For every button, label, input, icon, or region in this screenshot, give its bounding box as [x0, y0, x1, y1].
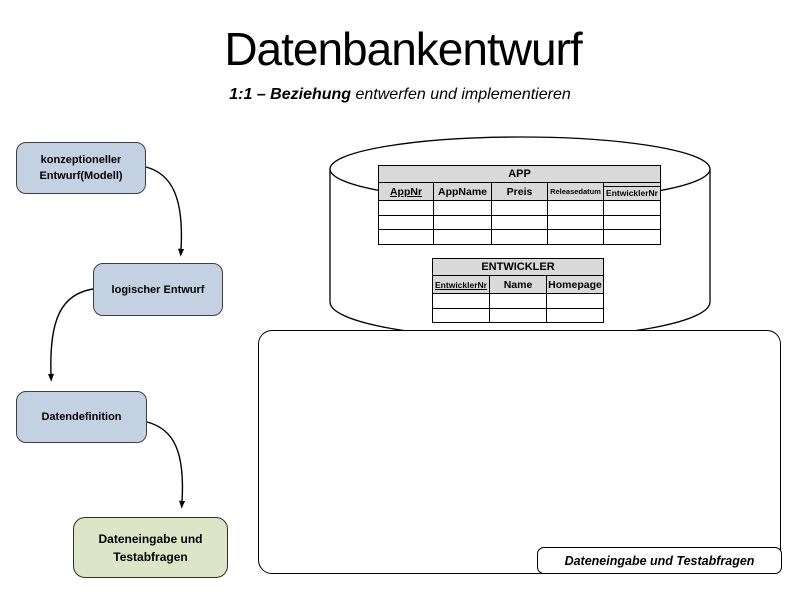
table-app-title: APP — [377, 165, 662, 183]
table-row — [432, 293, 605, 309]
col-header-releasedatum: Releasedatum — [547, 182, 604, 201]
flow-step-datendefinition: Datendefinition — [16, 391, 147, 443]
flow-step-label: Datendefinition — [41, 411, 122, 423]
col-header-entwicklernr-fk: EntwicklerNr — [602, 182, 662, 201]
table-row — [378, 200, 662, 216]
flow-step-label: Dateneingabe und Testabfragen — [98, 531, 203, 564]
subtitle-rest: entwerfen und implementieren — [351, 86, 571, 103]
col-header-entwicklernr-pk: EntwicklerNr — [432, 275, 490, 294]
flow-arrow-3 — [146, 421, 186, 509]
flow-arrow-2 — [47, 288, 94, 382]
panel-caption-label: Dateneingabe und Testabfragen — [564, 553, 755, 568]
flow-step-logischer-entwurf: logischer Entwurf — [93, 263, 223, 316]
page-subtitle: 1:1 – Beziehung entwerfen und implementi… — [0, 86, 800, 104]
flow-step-konzeptioneller-entwurf: konzeptioneller Entwurf(Modell) — [16, 142, 146, 194]
table-entwickler: ENTWICKLER EntwicklerNr Name Homepage — [431, 258, 605, 323]
col-header-appnr: AppNr — [378, 182, 434, 201]
flow-step-dateneingabe-testabfragen: Dateneingabe und Testabfragen — [73, 517, 228, 578]
col-header-preis: Preis — [491, 182, 548, 201]
col-header-homepage: Homepage — [545, 275, 605, 294]
implementation-panel — [258, 330, 781, 574]
subtitle-emphasis: 1:1 – Beziehung — [229, 86, 352, 103]
col-header-appname: AppName — [433, 182, 492, 201]
table-entwickler-title: ENTWICKLER — [431, 258, 605, 276]
table-row — [378, 229, 662, 245]
table-row — [432, 307, 605, 323]
flow-step-label: logischer Entwurf — [111, 283, 205, 296]
flow-arrow-1 — [145, 166, 185, 257]
table-app: APP AppNr AppName Preis Releasedatum Ent… — [377, 165, 662, 245]
table-row — [378, 214, 662, 230]
col-header-name: Name — [489, 275, 547, 294]
page-title: Datenbankentwurf — [224, 23, 582, 75]
flow-step-label: konzeptioneller Entwurf(Modell) — [39, 154, 123, 182]
panel-caption-box: Dateneingabe und Testabfragen — [537, 547, 782, 574]
